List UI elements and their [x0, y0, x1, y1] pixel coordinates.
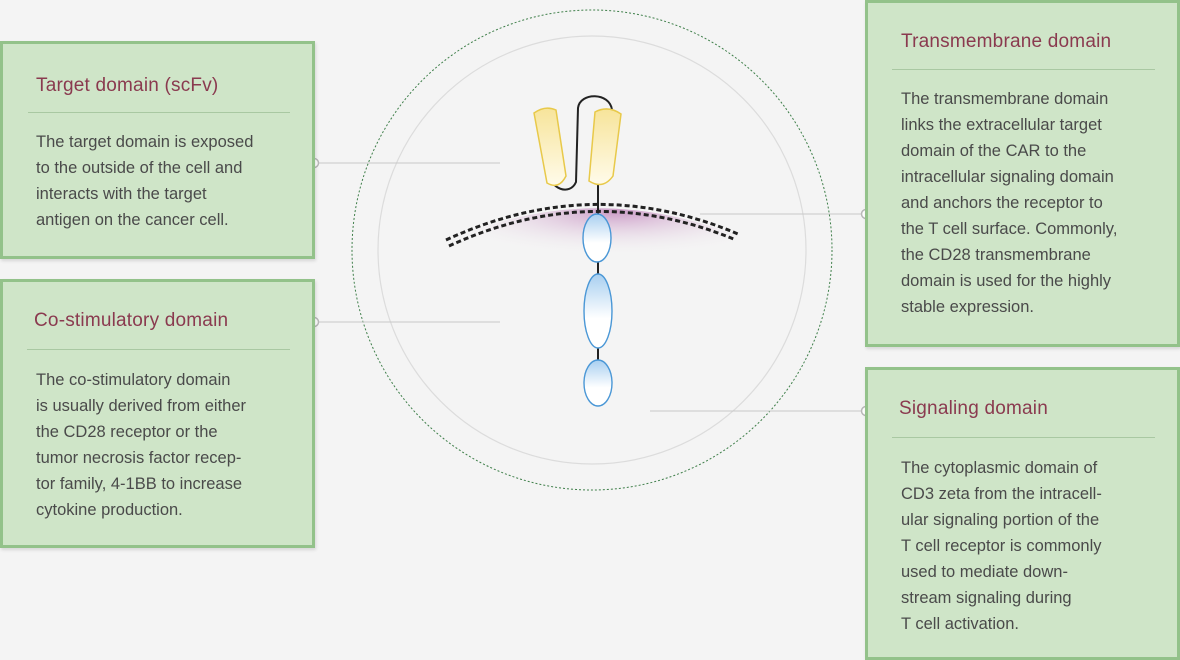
- costimulatory-domain-text: The co-stimulatory domain is usually der…: [36, 371, 247, 519]
- costimulatory-domain-divider: [27, 349, 290, 350]
- target-domain-box: Target domain (scFv) The target domain i…: [0, 41, 315, 259]
- membrane-inner-line: [448, 210, 737, 248]
- transmembrane-domain-title: Transmembrane domain: [901, 31, 1112, 52]
- target-domain-divider: [28, 112, 290, 113]
- scfv-heavy-chain: [588, 108, 622, 186]
- outer-cell-circle: [351, 9, 833, 491]
- costimulatory-domain: [583, 273, 613, 349]
- signaling-domain: [583, 359, 613, 407]
- costimulatory-domain-title: Co-stimulatory domain: [34, 310, 229, 331]
- membrane-outer-line: [445, 203, 739, 242]
- target-domain-title: Target domain (scFv): [36, 75, 219, 96]
- inner-cell-circle: [377, 35, 807, 465]
- signaling-domain-text: The cytoplasmic domain of CD3 zeta from …: [901, 459, 1102, 633]
- costimulatory-domain-box: Co-stimulatory domain The co-stimulatory…: [0, 279, 315, 548]
- transmembrane-domain: [582, 213, 612, 263]
- scfv-light-chain: [533, 107, 567, 187]
- signaling-domain-title: Signaling domain: [899, 398, 1048, 419]
- signaling-domain-box: Signaling domain The cytoplasmic domain …: [865, 367, 1180, 660]
- transmembrane-domain-box: Transmembrane domain The transmembrane d…: [865, 0, 1180, 347]
- target-domain-text: The target domain is exposed to the outs…: [36, 133, 254, 229]
- transmembrane-domain-text: The transmembrane domain links the extra…: [901, 90, 1118, 316]
- transmembrane-domain-divider: [892, 69, 1155, 70]
- signaling-domain-divider: [892, 437, 1155, 438]
